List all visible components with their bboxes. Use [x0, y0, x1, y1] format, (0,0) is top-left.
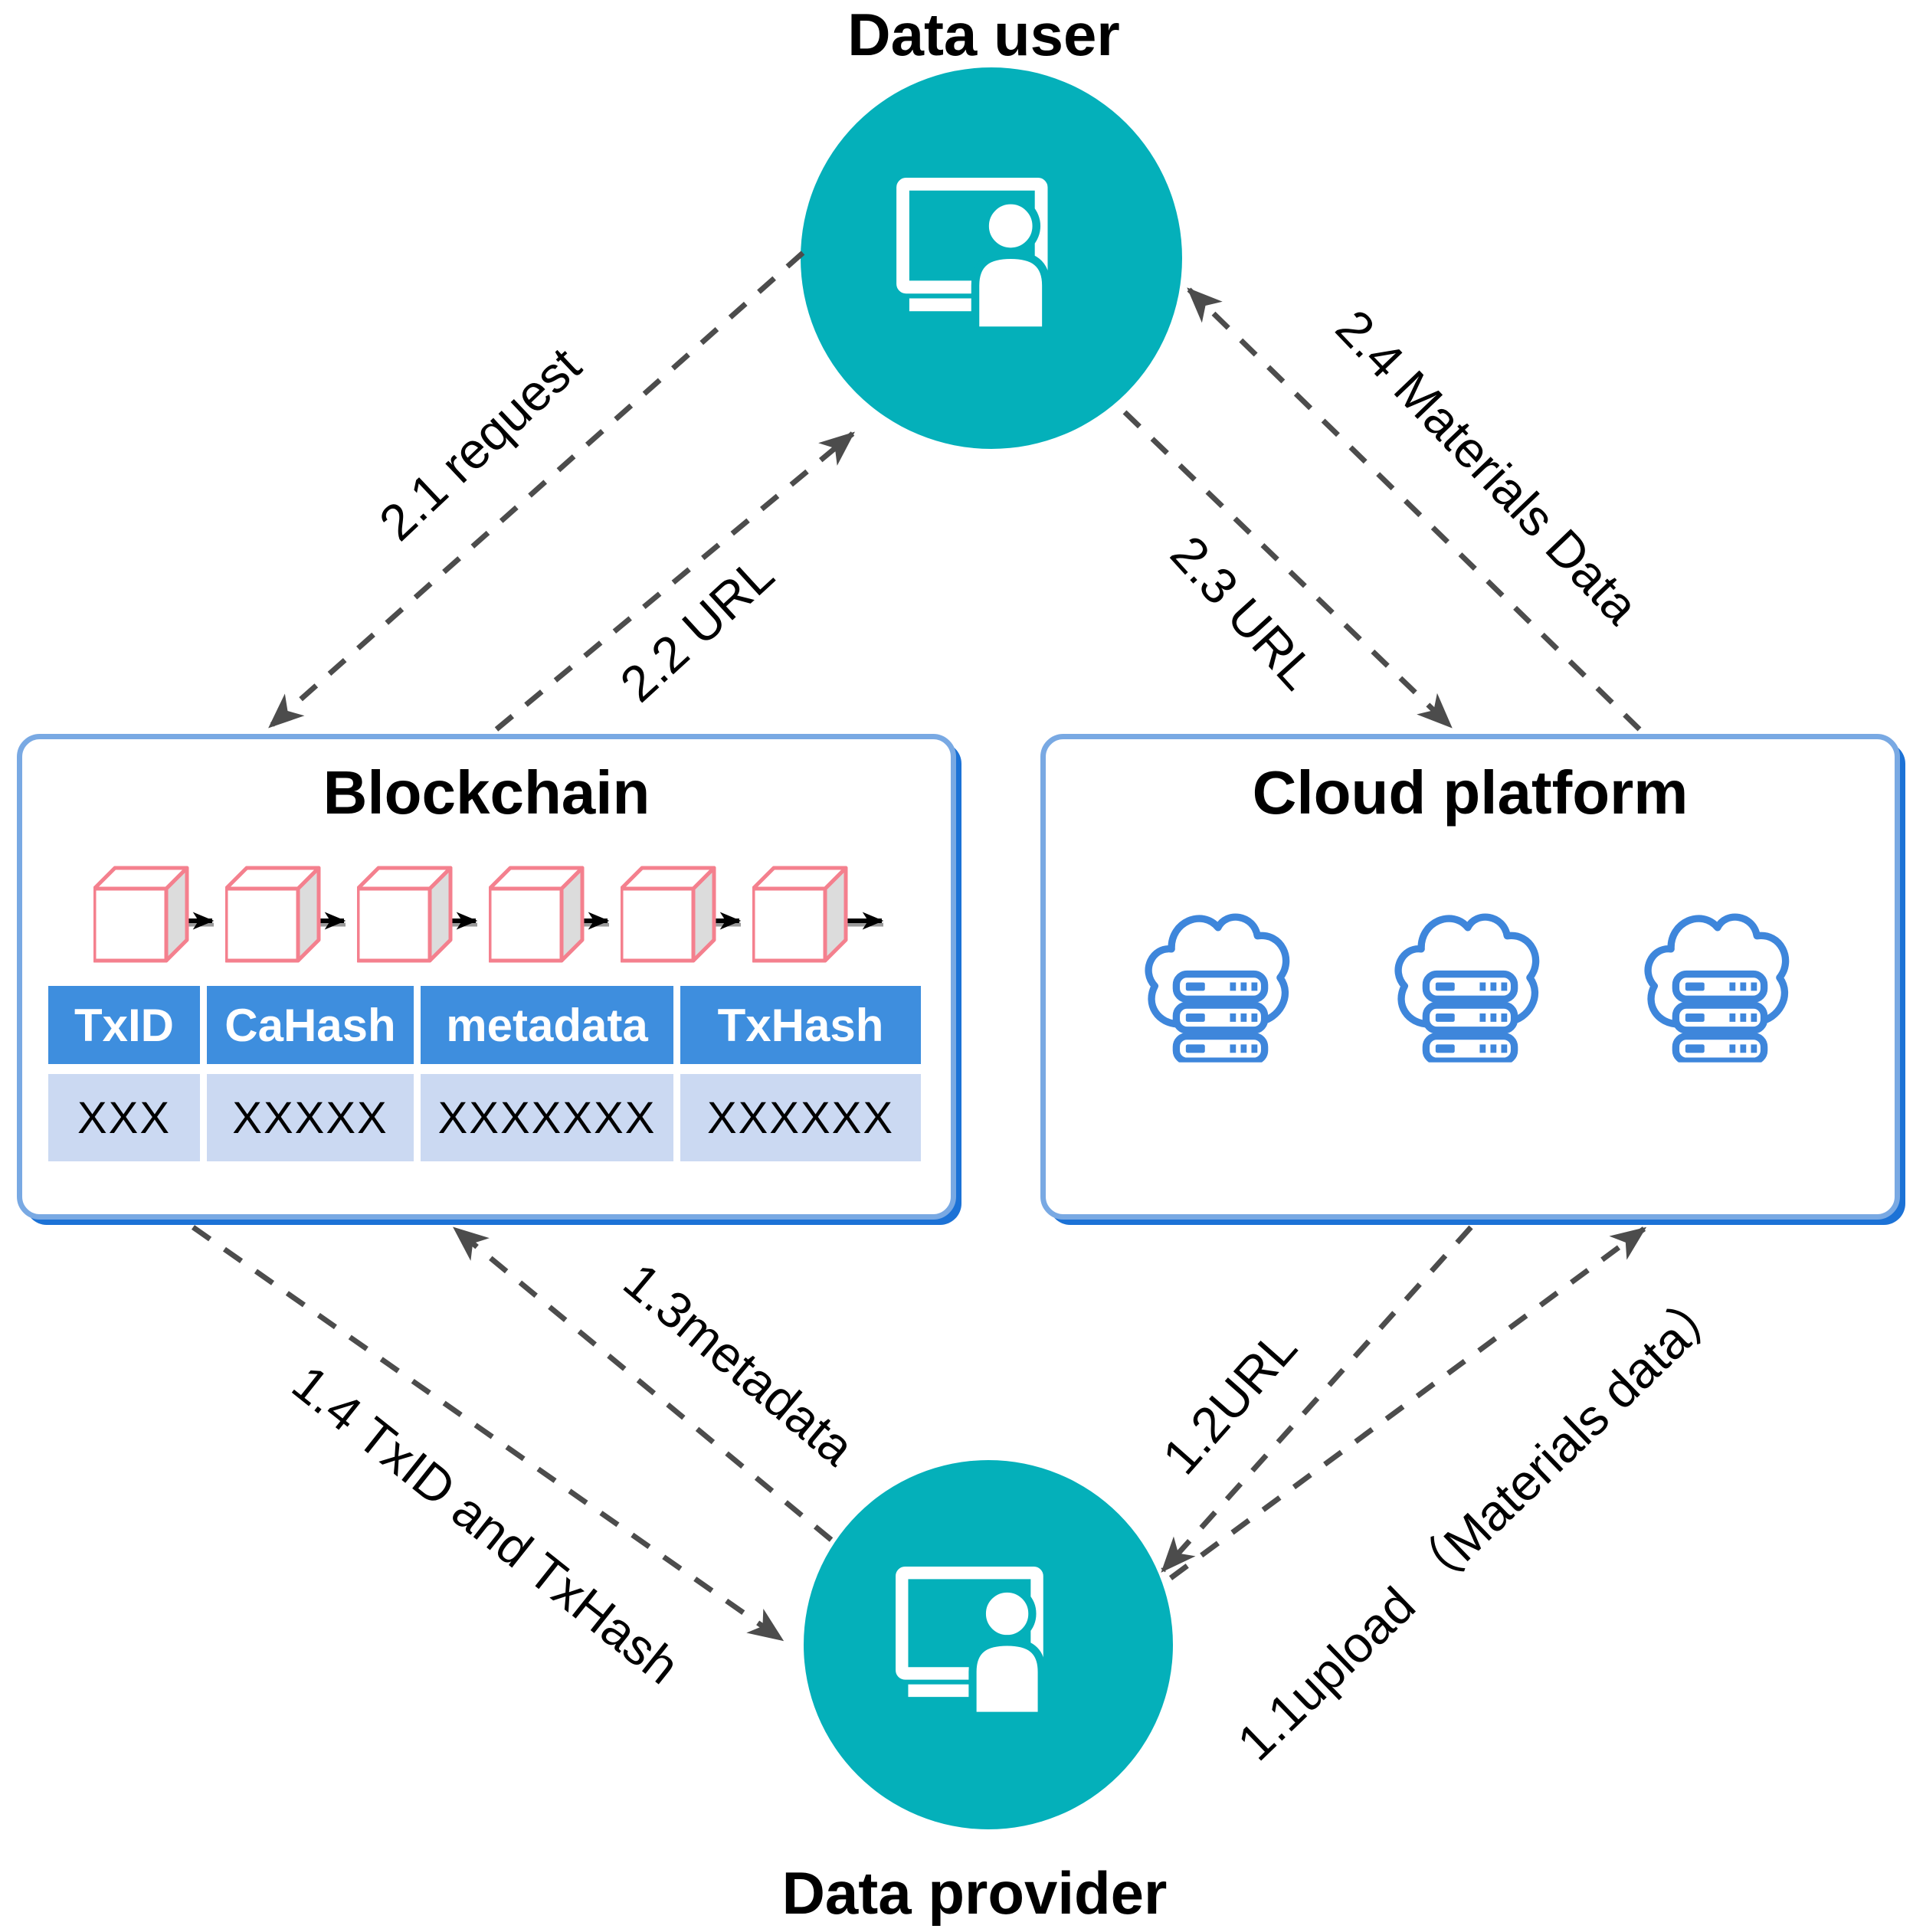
arrow-2.2	[494, 431, 855, 732]
cloud-server-icon	[1137, 883, 1304, 1063]
table-header-cell: TxHash	[680, 986, 921, 1064]
table-cell: XXXXXX	[680, 1074, 921, 1161]
arrow-1.2	[1161, 1225, 1473, 1573]
arrow-label-1.2: 1.2URL	[1151, 1318, 1308, 1485]
data-provider-label: Data provider	[781, 1859, 1168, 1927]
blockchain-box: Blockchain	[17, 734, 956, 1220]
monitor-user-icon	[894, 1567, 1083, 1724]
arrow-label-2.4: 2.4 Materials Data	[1325, 299, 1650, 635]
arrow-label-2.2: 2.2 URL	[609, 545, 785, 712]
blockchain-title: Blockchain	[323, 758, 650, 827]
table-header-cell: CaHash	[207, 986, 414, 1064]
monitor-user-icon	[895, 178, 1088, 339]
arrow-label-2.1: 2.1 request	[369, 336, 591, 551]
table-cell: XXXXXXX	[421, 1074, 673, 1161]
arrow-2.3	[1122, 410, 1453, 729]
arrow-1.3	[453, 1226, 834, 1542]
data-provider-node	[804, 1460, 1173, 1829]
table-header-cell: metadata	[421, 986, 673, 1064]
blockchain-table: TxID CaHash metadata TxHash XXX XXXXX XX…	[48, 986, 921, 1161]
arrow-2.1	[268, 251, 805, 729]
arrow-1.1	[1168, 1226, 1647, 1580]
arrow-label-2.3: 2.3 URL	[1160, 525, 1327, 700]
cloud-platform-title: Cloud platform	[1252, 758, 1689, 827]
cloud-server-icon	[1387, 883, 1554, 1063]
arrow-label-1.4: 1.4 TxID and TxHash	[282, 1354, 690, 1695]
blockchain-chain-graphic	[82, 862, 884, 969]
arrow-2.4	[1187, 287, 1642, 732]
arrow-label-1.3: 1.3metadata	[613, 1252, 865, 1476]
arrow-label-1.1: 1.1upload （Materials data）	[1227, 1275, 1737, 1771]
cloud-server-row	[1046, 883, 1895, 1063]
table-cell: XXX	[48, 1074, 200, 1161]
table-header-cell: TxID	[48, 986, 200, 1064]
cloud-server-icon	[1636, 883, 1803, 1063]
table-cell: XXXXX	[207, 1074, 414, 1161]
block-cubes	[94, 868, 846, 961]
data-user-label: Data user	[847, 1, 1120, 68]
arrow-1.4	[191, 1225, 785, 1642]
cloud-platform-box: Cloud platform	[1040, 734, 1900, 1220]
data-user-node	[801, 67, 1182, 449]
